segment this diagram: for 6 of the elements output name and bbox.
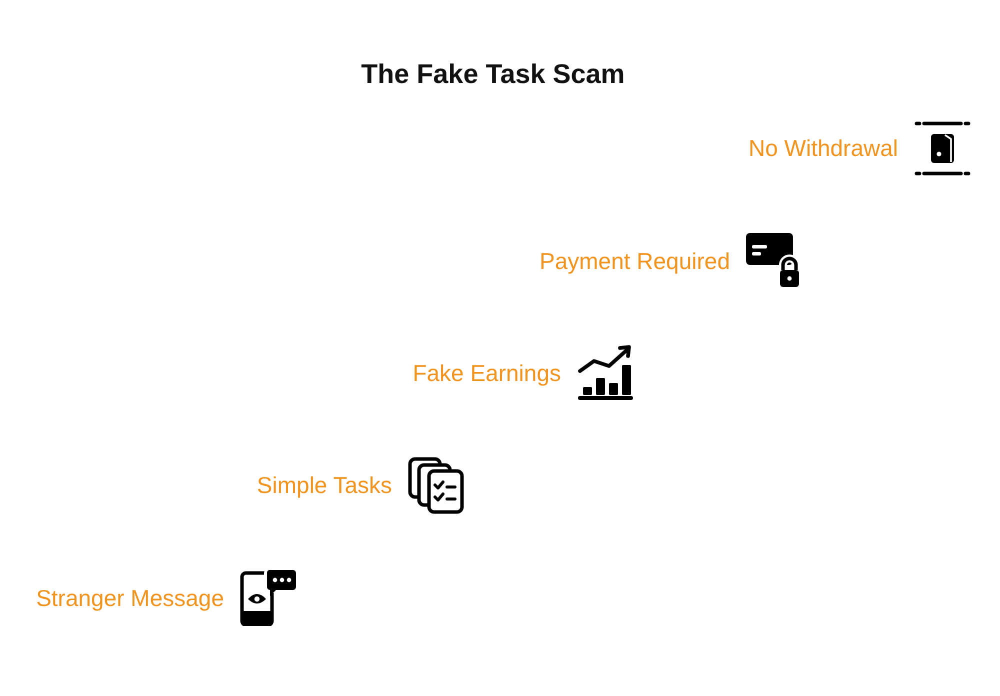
step-label: Simple Tasks xyxy=(256,471,392,499)
diagram-title: The Fake Task Scam xyxy=(360,58,626,91)
step-label: Payment Required xyxy=(540,247,730,275)
step-label: No Withdrawal xyxy=(748,134,898,162)
step-label: Stranger Message xyxy=(36,584,224,612)
step-label: Fake Earnings xyxy=(412,359,561,387)
